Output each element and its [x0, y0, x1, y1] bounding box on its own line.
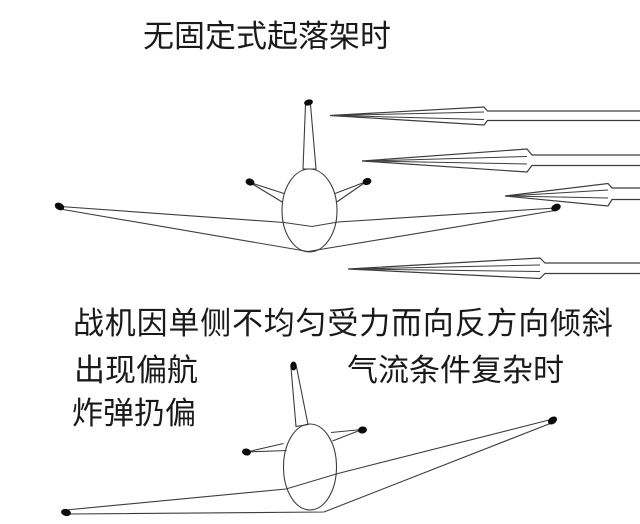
- wing-lower-edge: [66, 422, 552, 515]
- left-stabilizer: [246, 442, 287, 453]
- wing-upper-edge: [59, 205, 556, 228]
- tail-fin: [302, 103, 317, 170]
- left-stabilizer-tip-marker: [245, 178, 255, 186]
- tail-fin: [290, 366, 309, 428]
- arrow-inner-taper: [333, 111, 485, 120]
- arrow-inner-taper: [365, 156, 528, 165]
- aircraft-banked: [61, 361, 558, 517]
- airflow-arrow-3: [504, 182, 640, 207]
- airflow-arrow-2: [361, 148, 640, 173]
- fin-tip-marker: [304, 99, 313, 106]
- arrow-outline: [504, 182, 640, 207]
- arrow-outline: [329, 106, 640, 126]
- caption-yaw: 出现偏航: [74, 353, 198, 388]
- caption-tilt: 战机因单侧不均匀受力而向反方向倾斜: [73, 306, 614, 341]
- wing-lower-edge: [59, 208, 556, 253]
- fuselage: [281, 168, 338, 253]
- left-stabilizer: [249, 181, 285, 203]
- fuselage: [282, 423, 338, 511]
- right-stabilizer-tip-marker: [362, 177, 372, 186]
- right-wingtip-marker: [547, 416, 558, 425]
- arrow-outline: [347, 257, 640, 280]
- aircraft-level: [54, 99, 561, 253]
- fin-tip-marker: [290, 361, 297, 371]
- right-stabilizer: [330, 428, 363, 442]
- wing-upper-edge: [65, 418, 552, 511]
- caption-complex-airflow: 气流条件复杂时: [347, 353, 564, 388]
- arrow-outline: [361, 148, 640, 173]
- right-stabilizer: [334, 180, 367, 203]
- right-wingtip-marker: [551, 203, 561, 212]
- left-wingtip-marker: [61, 508, 71, 517]
- left-wingtip-marker: [54, 202, 65, 211]
- title-no-fixed-landing-gear: 无固定式起落架时: [143, 19, 391, 54]
- airflow-arrow-4: [347, 257, 640, 280]
- airflow-arrow-1: [329, 106, 640, 126]
- right-stabilizer-tip-marker: [358, 426, 367, 434]
- left-stabilizer-tip-marker: [242, 448, 251, 456]
- arrow-inner-taper: [350, 264, 541, 272]
- arrow-inner-taper: [507, 189, 609, 199]
- caption-bomb-off-target: 炸弹扔偏: [72, 396, 196, 431]
